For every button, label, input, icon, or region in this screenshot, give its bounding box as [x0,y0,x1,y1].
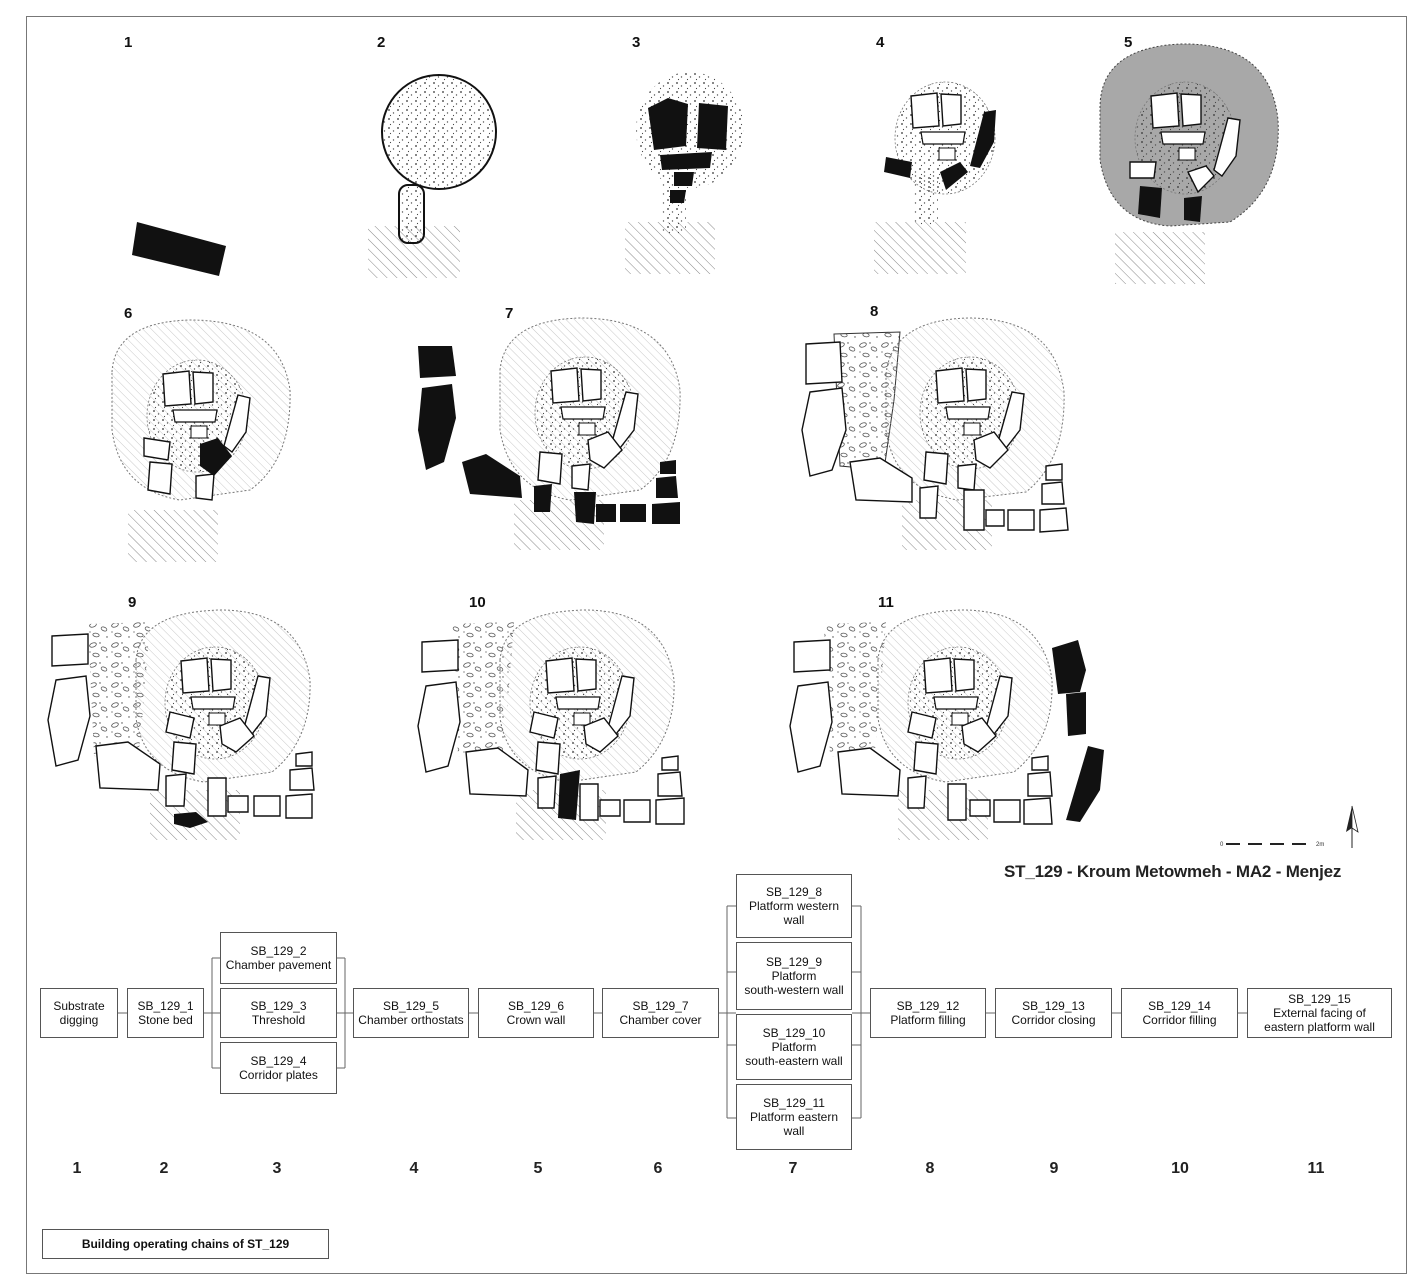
north-arrow-icon [1346,805,1359,848]
figure-caption: Building operating chains of ST_129 [42,1229,329,1259]
scale-bar-start: 0 [1220,842,1224,848]
chain-box-line: Platform western [748,899,840,913]
stage-label-2: 2 [377,34,386,51]
stage-label-10: 10 [469,594,486,611]
stage-4-drawing [874,81,996,274]
chain-box-line: digging [59,1013,99,1027]
sequence-number-2: 2 [159,1160,169,1177]
chain-box-sb-129-14: SB_129_14 Corridor filling [1121,988,1238,1038]
chain-box-line: SB_129_9 [765,955,823,969]
sequence-number-7: 7 [788,1160,798,1177]
figure-title: ST_129 - Kroum Metowmeh - MA2 - Menjez [1004,862,1342,881]
chain-box-line: SB_129_10 [762,1026,826,1040]
chain-box-line: wall [783,1124,805,1138]
chain-box-sb-129-12: SB_129_12 Platform filling [870,988,986,1038]
chain-box-sb-129-10: SB_129_10 Platform south-eastern wall [736,1014,852,1080]
chain-box-line: SB_129_1 [137,999,194,1013]
sequence-number-1: 1 [72,1160,82,1177]
chain-box-sb-129-3: SB_129_3 Threshold [220,988,337,1038]
chain-box-line: SB_129_3 [250,999,307,1013]
chain-box-sb-129-6: SB_129_6 Crown wall [478,988,594,1038]
chain-box-sb-129-15: SB_129_15 External facing of eastern pla… [1247,988,1392,1038]
chain-box-sb-129-1: SB_129_1 Stone bed [127,988,204,1038]
sequence-number-9: 9 [1049,1160,1059,1177]
stage-label-1: 1 [124,34,133,51]
stage-7-drawing [418,317,681,550]
chain-box-line: south-eastern wall [745,1054,843,1068]
chain-box-line: SB_129_5 [382,999,440,1013]
chain-box-line: Substrate [53,999,105,1013]
stage-10-drawing [417,609,685,840]
stage-drawings: 0 2m [47,43,1359,848]
stage-11-drawing [789,609,1104,840]
chain-box-line: SB_129_11 [763,1096,825,1110]
chain-box-line: Platform [771,1040,817,1054]
chain-box-line: Chamber orthostats [358,1013,464,1027]
sequence-number-3: 3 [272,1160,282,1177]
chain-box-sb-129-5: SB_129_5 Chamber orthostats [353,988,469,1038]
chain-box-line: SB_129_15 [1288,992,1351,1006]
chain-box-line: Crown wall [506,1013,566,1027]
stage-label-4: 4 [876,34,885,51]
stage-label-3: 3 [632,34,641,51]
chain-box-line: eastern platform wall [1264,1020,1375,1034]
sequence-number-8: 8 [925,1160,935,1177]
figure-frame [26,16,1407,1274]
chain-box-line: Platform eastern [749,1110,839,1124]
chain-box-sb-129-9: SB_129_9 Platform south-western wall [736,942,852,1010]
sequence-number-5: 5 [533,1160,543,1177]
chain-box-line: wall [783,913,805,927]
stage-label-9: 9 [128,594,137,611]
sequence-number-11: 11 [1307,1160,1325,1177]
chain-box-line: SB_129_8 [765,885,823,899]
chain-box-line: Platform [771,969,817,983]
chain-box-sb-129-4: SB_129_4 Corridor plates [220,1042,337,1094]
chain-box-line: Threshold [251,1013,306,1027]
chain-box-substrate-digging: Substrate digging [40,988,118,1038]
sequence-number-4: 4 [409,1160,419,1177]
chain-box-line: Corridor plates [239,1068,318,1082]
chain-box-line: SB_129_7 [632,999,689,1013]
stage-8-drawing [801,317,1069,550]
stage-label-6: 6 [124,305,133,322]
stage-1-drawing [132,222,226,276]
chain-box-line: Chamber pavement [225,958,332,972]
stage-6-drawing [111,319,291,562]
chain-box-sb-129-13: SB_129_13 Corridor closing [995,988,1112,1038]
chain-box-line: Corridor closing [1011,1013,1096,1027]
stage-label-7: 7 [505,305,514,322]
chain-box-line: SB_129_4 [250,1054,307,1068]
chain-box-sb-129-11: SB_129_11 Platform eastern wall [736,1084,852,1150]
stage-label-8: 8 [870,303,879,320]
chain-box-line: Chamber cover [619,1013,702,1027]
stage-label-11: 11 [878,594,894,611]
chain-box-line: Platform filling [890,1013,966,1027]
sequence-number-10: 10 [1171,1160,1189,1177]
chain-box-line: External facing of [1273,1006,1366,1020]
stage-2-drawing [368,74,497,278]
stage-label-5: 5 [1124,34,1133,51]
stage-9-drawing [47,609,315,840]
chain-box-sb-129-8: SB_129_8 Platform western wall [736,874,852,938]
chain-box-line: SB_129_13 [1022,999,1085,1013]
chain-box-line: Corridor filling [1142,1013,1217,1027]
chain-box-sb-129-7: SB_129_7 Chamber cover [602,988,719,1038]
chain-box-line: Stone bed [138,1013,193,1027]
chain-box-line: SB_129_14 [1148,999,1211,1013]
chain-box-line: SB_129_2 [250,944,307,958]
stage-3-drawing [625,72,744,274]
chain-box-line: south-western wall [744,983,844,997]
chain-box-line: SB_129_12 [896,999,960,1013]
scale-bar: 0 2m [1220,842,1324,848]
chain-box-sb-129-2: SB_129_2 Chamber pavement [220,932,337,984]
chain-box-line: SB_129_6 [507,999,565,1013]
stage-5-drawing [1099,43,1279,284]
scale-bar-end: 2m [1316,842,1324,848]
sequence-number-6: 6 [653,1160,663,1177]
